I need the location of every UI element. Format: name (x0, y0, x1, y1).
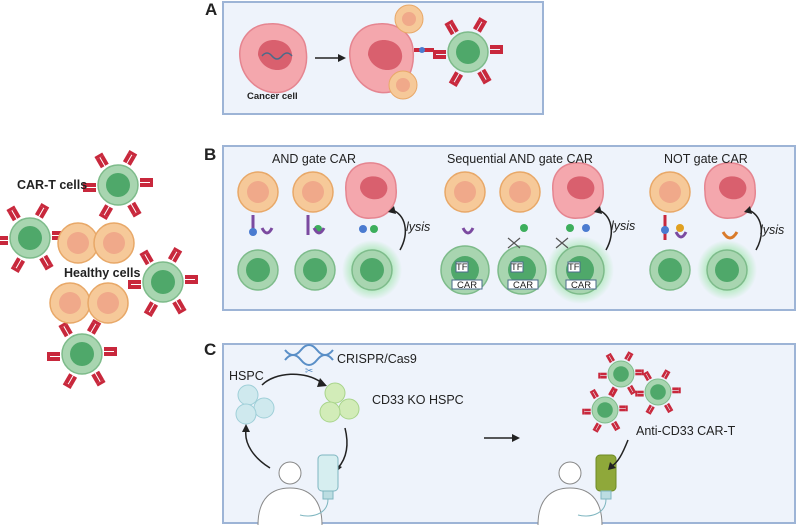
and-gate-title: AND gate CAR (272, 152, 357, 166)
lysis-label-seq: lysis (611, 219, 636, 233)
cancer-cell-label: Cancer cell (247, 91, 298, 102)
healthy-cells-label: Healthy cells (64, 266, 141, 280)
arrow-head-icon (338, 54, 346, 62)
car-label-3: CAR (571, 280, 592, 291)
car-t-cells-label: CAR-T cells (17, 178, 88, 192)
arrow-line (261, 373, 323, 386)
tf-label-3: TF (568, 262, 580, 273)
lysis-label-not: lysis (760, 223, 785, 237)
car-label-1: CAR (457, 280, 478, 291)
panel-c-frame (222, 343, 796, 524)
lysis-label-and: lysis (406, 220, 431, 234)
svg-text:✂: ✂ (305, 366, 313, 377)
car-label-2: CAR (513, 280, 534, 291)
and-gate-diagram (237, 162, 407, 300)
cancer-cell-icon (239, 23, 308, 94)
healthy-cell-icon (388, 4, 424, 100)
anti-cd33-label: Anti-CD33 CAR-T (636, 424, 736, 438)
not-gate-title: NOT gate CAR (664, 152, 748, 166)
arrow-head-icon (512, 434, 520, 442)
seq-and-gate-title: Sequential AND gate CAR (447, 152, 593, 166)
panel-c-letter: C (204, 340, 217, 359)
not-gate-diagram (649, 162, 763, 300)
dna-icon: ✂ (284, 344, 334, 377)
hspc-cells (235, 384, 275, 425)
panel-b-letter: B (204, 145, 217, 164)
sequential-and-gate-diagram (440, 162, 614, 304)
panel-a-letter: A (205, 0, 218, 19)
tf-label-1: TF (456, 262, 468, 273)
tf-label-2: TF (511, 262, 523, 273)
cd33-ko-label: CD33 KO HSPC (372, 393, 464, 407)
hspc-label: HSPC (229, 369, 264, 383)
crispr-label: CRISPR/Cas9 (337, 352, 417, 366)
cd33-ko-cells (319, 382, 360, 423)
